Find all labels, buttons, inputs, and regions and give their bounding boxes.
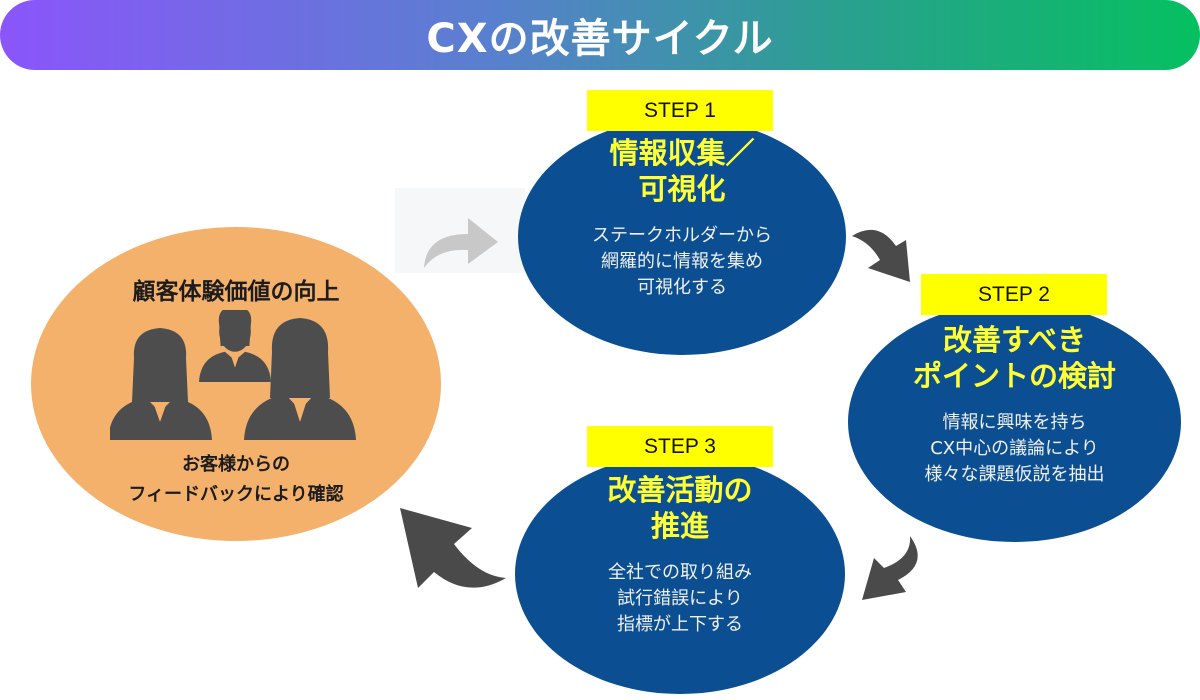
step3-content: 改善活動の 推進 全社での取り組み 試行錯誤により 指標が上下する [515, 472, 845, 638]
step2-content: 改善すべき ポイントの検討 情報に興味を持ち CX中心の議論により 様々な課題仮… [848, 322, 1181, 488]
page-title: CXの改善サイクル [426, 16, 774, 62]
step2-label: STEP 2 [921, 274, 1107, 315]
step1-title: 情報収集／ 可視化 [518, 135, 846, 207]
title-banner: CXの改善サイクル [0, 0, 1200, 70]
step3-title-line: 推進 [650, 509, 709, 543]
customer-desc-line: お客様からの [182, 454, 290, 475]
step2-description: 情報に興味を持ち CX中心の議論により 様々な課題仮説を抽出 [848, 410, 1181, 488]
person-icon [110, 328, 212, 440]
step2-desc-line: CX中心の議論により [930, 438, 1099, 459]
step3-title-line: 改善活動の [607, 473, 753, 507]
step3-label: STEP 3 [587, 426, 773, 467]
step2-title: 改善すべき ポイントの検討 [848, 322, 1181, 394]
people-group-icon [110, 310, 356, 440]
step1-ellipse [518, 118, 846, 355]
step2-desc-line: 情報に興味を持ち [942, 412, 1087, 433]
step2-desc-line: 様々な課題仮説を抽出 [924, 464, 1105, 485]
step1-desc-line: ステークホルダーから [592, 225, 772, 246]
customer-desc-line: フィードバックにより確認 [128, 484, 344, 505]
step2-title-line: ポイントの検討 [912, 359, 1116, 393]
step3-ellipse [515, 454, 845, 694]
step2-title-line: 改善すべき [943, 323, 1086, 357]
person-icon [244, 318, 356, 440]
step3-desc-line: 全社での取り組み [608, 562, 752, 583]
curved-arrow-right-icon [424, 218, 498, 268]
curved-arrow-down-left-icon [862, 536, 918, 600]
step3-desc-line: 指標が上下する [617, 614, 743, 635]
entry-arrow-background [395, 188, 525, 273]
step1-desc-line: 網羅的に情報を集め [601, 251, 763, 272]
step1-desc-line: 可視化する [637, 277, 727, 298]
customer-value-ellipse [31, 227, 441, 541]
step3-title: 改善活動の 推進 [515, 472, 845, 544]
step1-title-line: 情報収集／ [609, 136, 755, 170]
customer-feedback-text: お客様からの フィードバックにより確認 [31, 450, 441, 510]
step1-title-line: 可視化 [638, 172, 726, 206]
curved-arrow-down-right-icon [852, 229, 910, 282]
step1-content: 情報収集／ 可視化 ステークホルダーから 網羅的に情報を集め 可視化する [518, 135, 846, 301]
step3-description: 全社での取り組み 試行錯誤により 指標が上下する [515, 560, 845, 638]
step1-description: ステークホルダーから 網羅的に情報を集め 可視化する [518, 223, 846, 301]
customer-value-title: 顧客体験価値の向上 [132, 279, 340, 305]
curved-arrow-up-left-icon [400, 508, 506, 588]
step3-desc-line: 試行錯誤により [617, 588, 743, 609]
person-icon [199, 310, 271, 382]
step2-ellipse [848, 302, 1181, 542]
step1-label: STEP 1 [587, 90, 773, 131]
